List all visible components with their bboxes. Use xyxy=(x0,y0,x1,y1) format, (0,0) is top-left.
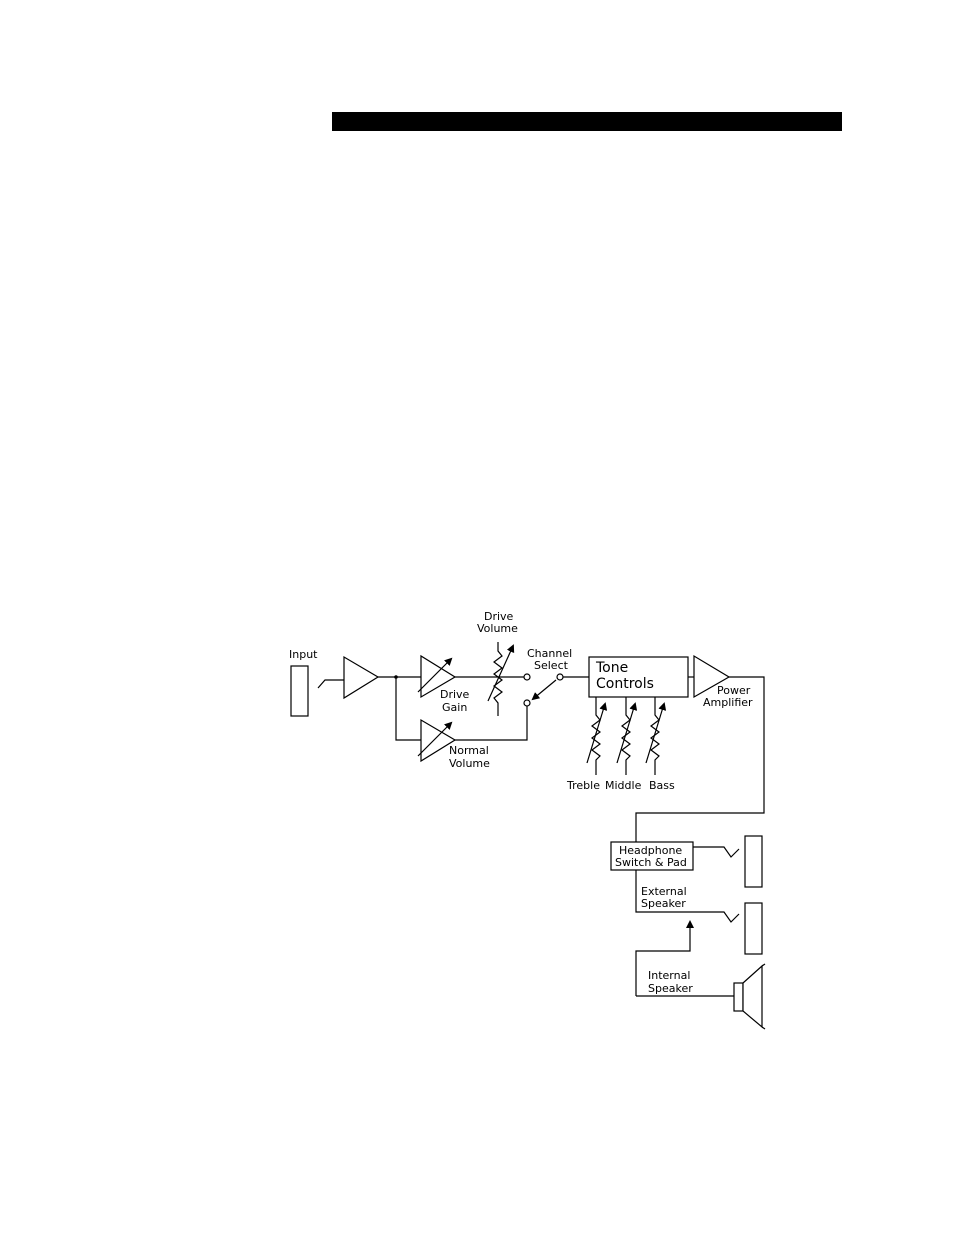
headphone-switch-label: Headphone Switch & Pad xyxy=(615,844,687,869)
middle-label: Middle xyxy=(605,779,642,792)
headphone-switch-box xyxy=(610,841,694,871)
channel-select-switch xyxy=(523,673,589,707)
middle-pot xyxy=(616,697,638,775)
headphone-jack xyxy=(744,835,763,888)
drive-volume-pot xyxy=(487,642,515,716)
drive-volume-label: Drive Volume xyxy=(477,610,518,635)
external-speaker-label: External Speaker xyxy=(641,885,690,910)
power-amplifier-label: Power Amplifier xyxy=(703,684,754,709)
drive-gain-amplifier xyxy=(417,654,457,699)
channel-select-label: Channel Select xyxy=(527,647,576,672)
input-amplifier xyxy=(343,655,380,700)
internal-speaker-label: Internal Speaker xyxy=(648,969,694,995)
header-bar xyxy=(332,112,842,131)
normal-volume-amplifier xyxy=(417,718,457,763)
tone-controls-box xyxy=(588,656,689,698)
power-amplifier xyxy=(693,654,731,699)
treble-pot xyxy=(586,697,608,775)
internal-speaker xyxy=(733,963,766,1030)
tone-controls-label: Tone Controls xyxy=(595,660,654,692)
normal-volume-label: Normal Volume xyxy=(449,744,492,770)
input-label: Input xyxy=(289,648,318,661)
drive-gain-label: Drive Gain xyxy=(440,688,473,714)
bass-label: Bass xyxy=(649,779,675,792)
treble-label: Treble xyxy=(566,779,600,792)
bass-pot xyxy=(645,697,667,775)
input-jack xyxy=(290,665,344,717)
external-speaker-jack xyxy=(744,902,763,955)
